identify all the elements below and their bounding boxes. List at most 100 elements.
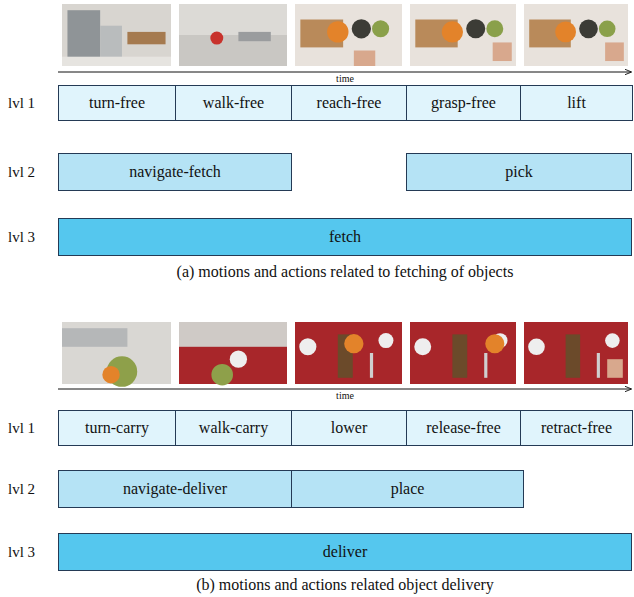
segment-label: retract-free [541, 419, 612, 437]
scene-object [62, 57, 171, 66]
activity-segment: place [291, 470, 524, 508]
scene-object [466, 19, 485, 38]
figure-caption: (a) motions and actions related to fetch… [177, 264, 514, 280]
time-arrow [58, 389, 631, 390]
scene-object [238, 32, 270, 41]
scene-object [452, 334, 467, 377]
activity-segment: reach-free [291, 85, 407, 121]
activity-segment: navigate-fetch [58, 153, 292, 191]
scene-object [555, 22, 576, 43]
activity-segment: turn-carry [58, 410, 176, 446]
scene-object [486, 20, 503, 37]
activity-segment: walk-free [175, 85, 292, 121]
video-frame [62, 322, 171, 387]
scene-object [599, 20, 616, 37]
video-frame [410, 322, 516, 384]
scene-object [352, 19, 371, 38]
segment-label: deliver [323, 543, 367, 561]
level-label: lvl 3 [8, 545, 35, 560]
scene-object [102, 366, 119, 383]
scene-object [295, 4, 402, 66]
segment-label: release-free [426, 419, 501, 437]
video-frame [524, 4, 628, 66]
scene-object [410, 322, 516, 384]
scene-object [179, 347, 287, 384]
activity-segment: navigate-deliver [58, 470, 292, 508]
segment-label: lift [567, 94, 586, 112]
activity-segment: turn-free [58, 85, 176, 121]
segment-label: navigate-deliver [123, 480, 227, 498]
scene-object [370, 353, 373, 378]
level-label: lvl 1 [8, 421, 35, 436]
video-frame [295, 322, 402, 384]
activity-segment: release-free [406, 410, 521, 446]
figure-caption: (b) motions and actions related object d… [196, 577, 494, 593]
scene-object [485, 334, 504, 353]
scene-object [327, 21, 348, 42]
video-frame [524, 322, 628, 384]
scene-object [524, 322, 628, 384]
scene-object [344, 334, 363, 353]
scene-object [607, 359, 623, 378]
segment-label: navigate-fetch [129, 163, 221, 181]
scene-object [579, 19, 598, 38]
level-label: lvl 1 [8, 96, 35, 111]
time-arrow [58, 72, 631, 73]
scene-object [378, 333, 393, 348]
scene-object [211, 364, 233, 386]
scene-object [299, 338, 316, 355]
frame-ground [295, 4, 402, 66]
frame-ground [410, 4, 516, 66]
segment-label: walk-carry [199, 419, 268, 437]
segment-label: walk-free [203, 94, 264, 112]
frame-ground [410, 322, 516, 384]
video-frame [179, 322, 287, 386]
scene-object [372, 20, 389, 37]
segment-label: fetch [329, 228, 361, 246]
segment-label: reach-free [317, 94, 382, 112]
level-label: lvl 2 [8, 165, 35, 180]
scene-object [230, 351, 247, 368]
scene-object [524, 4, 628, 66]
video-frame [295, 4, 402, 66]
segment-label: lower [331, 419, 367, 437]
activity-segment: lower [291, 410, 407, 446]
scene-object [210, 32, 223, 45]
video-frame [62, 4, 171, 66]
scene-object [442, 21, 463, 42]
scene-object [414, 338, 431, 355]
scene-object [410, 4, 516, 66]
scene-object [605, 42, 624, 61]
frame-ground [295, 322, 402, 384]
scene-object [493, 42, 512, 61]
scene-object [566, 334, 581, 377]
scene-object [605, 333, 620, 348]
frame-ground [62, 322, 171, 384]
segment-label: pick [505, 163, 533, 181]
frame-ground [179, 4, 287, 66]
segment-label: place [391, 480, 425, 498]
scene-object [597, 353, 600, 378]
segment-label: turn-carry [85, 419, 149, 437]
activity-segment: fetch [58, 218, 632, 256]
activity-segment: deliver [58, 533, 632, 571]
frame-ground [524, 322, 628, 384]
axis-label: time [336, 74, 354, 84]
segment-label: grasp-free [431, 94, 496, 112]
axis-label: time [336, 391, 354, 401]
activity-segment: lift [520, 85, 633, 121]
activity-segment: pick [406, 153, 632, 191]
scene-object [528, 338, 545, 355]
scene-object [62, 328, 127, 347]
video-frame [179, 4, 287, 66]
activity-segment: walk-carry [175, 410, 292, 446]
level-label: lvl 2 [8, 482, 35, 497]
activity-segment: grasp-free [406, 85, 521, 121]
activity-segment: retract-free [520, 410, 633, 446]
segment-label: turn-free [89, 94, 145, 112]
scene-object [354, 51, 375, 67]
scene-object [127, 32, 165, 44]
scene-object [484, 353, 487, 378]
video-frame [410, 4, 516, 66]
